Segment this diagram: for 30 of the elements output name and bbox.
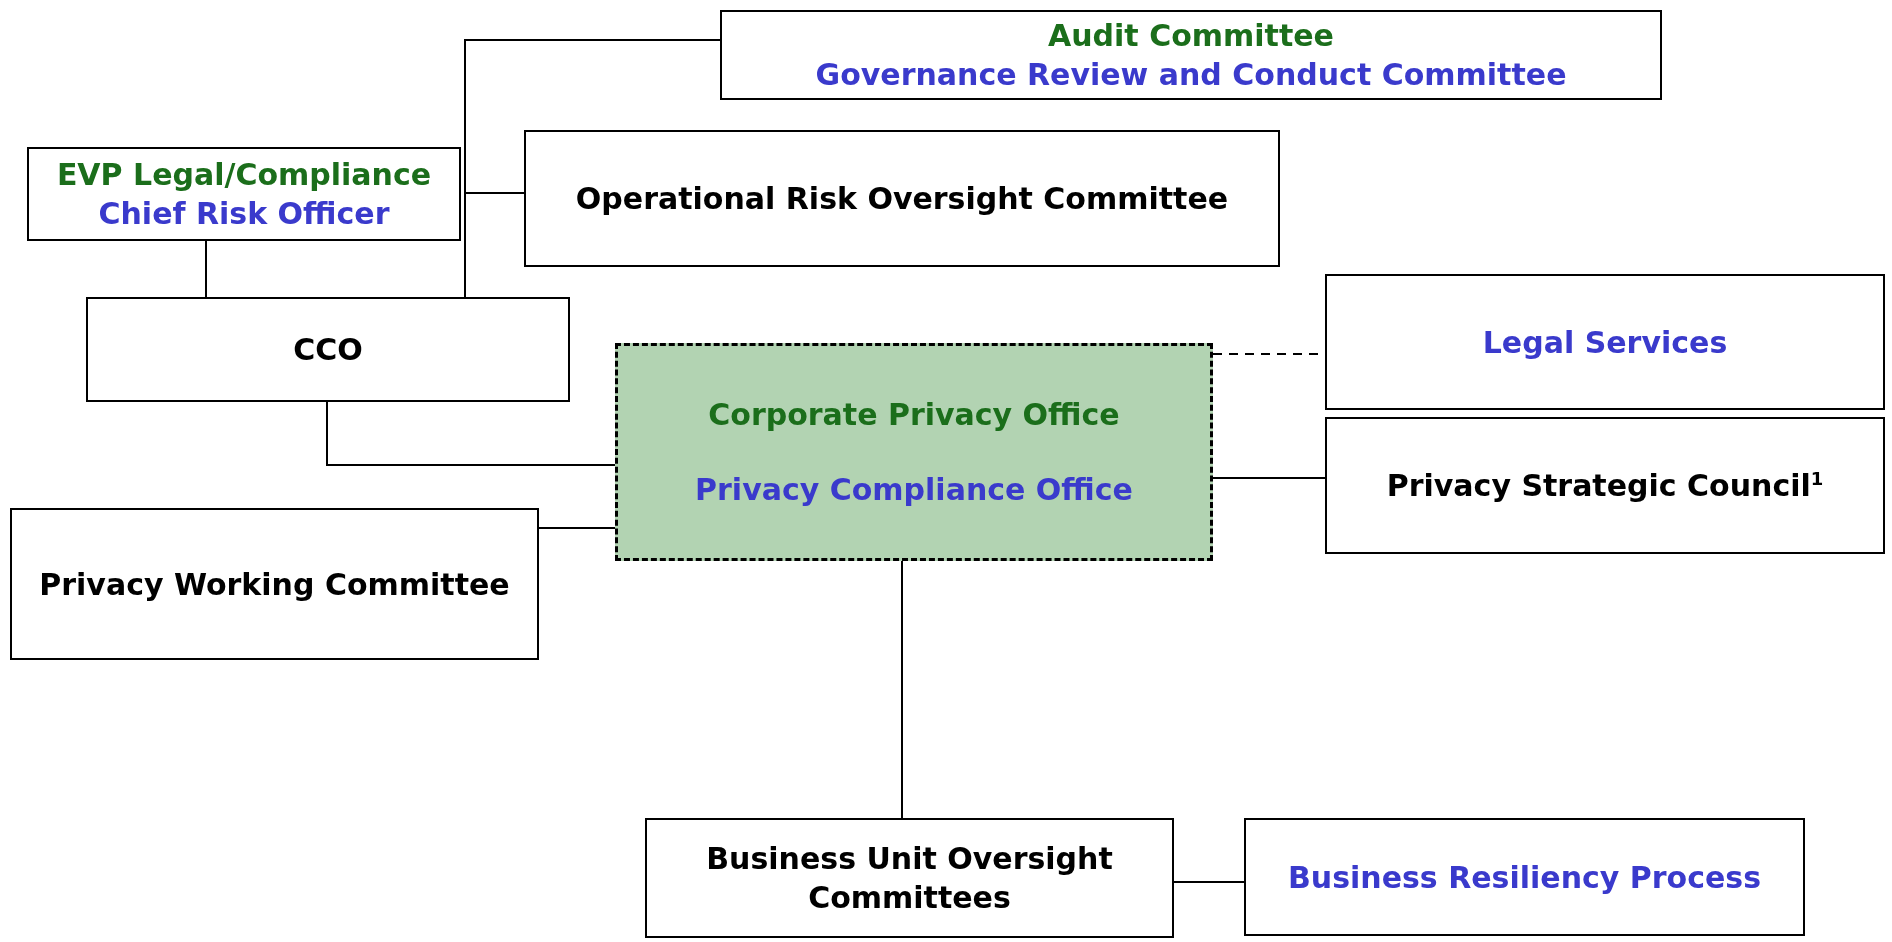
committee-box <box>27 147 461 241</box>
box-label: Privacy Working Committee <box>39 565 510 604</box>
connector-line <box>1173 881 1245 883</box>
committee-box <box>1325 417 1885 554</box>
committee-box <box>524 130 1280 267</box>
committee-box <box>645 818 1174 938</box>
committee-box <box>10 508 539 660</box>
connector-line <box>538 527 616 529</box>
connector-line <box>326 401 616 466</box>
box-label: Business Unit Oversight Committees <box>705 840 1114 917</box>
box-label: Audit Committee <box>1048 17 1334 55</box>
committee-box <box>1244 818 1805 936</box>
connector-line <box>464 192 525 298</box>
box-label: Legal Services <box>1482 323 1728 362</box>
box-label: Chief Risk Officer <box>98 195 390 233</box>
office-box <box>615 343 1213 561</box>
box-label: Corporate Privacy Office <box>708 396 1120 434</box>
box-label: Privacy Strategic Council$^{1}$ <box>1386 467 1824 505</box>
box-label: Business Resiliency Process <box>1287 858 1762 897</box>
connector-line <box>901 560 903 819</box>
box-label: Privacy Compliance Office <box>695 471 1133 509</box>
connector-line <box>205 240 207 298</box>
connector-line <box>1212 477 1326 479</box>
box-label: Governance Review and Conduct Committee <box>815 56 1567 94</box>
committee-box <box>86 297 570 402</box>
box-label: CCO <box>293 331 363 369</box>
committee-box <box>1325 274 1885 410</box>
box-label: Operational Risk Oversight Committee <box>575 180 1229 218</box>
committee-box <box>720 10 1662 100</box>
box-label: EVP Legal/Compliance <box>56 156 432 194</box>
